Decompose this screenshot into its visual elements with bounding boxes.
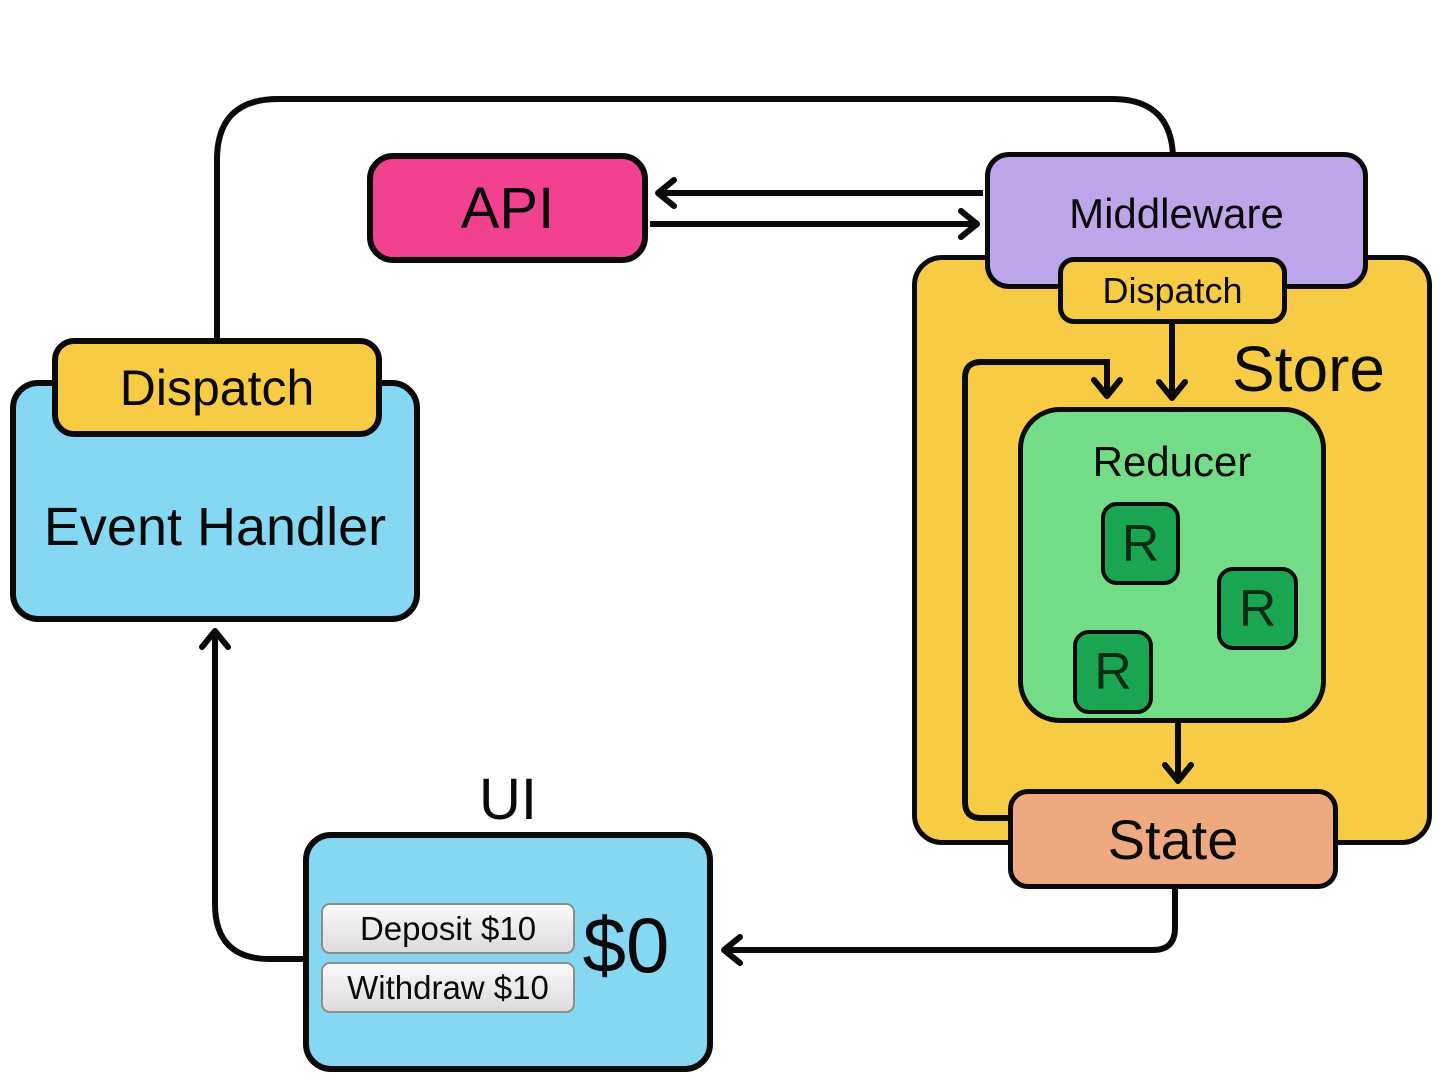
store-label: Store (1232, 333, 1385, 405)
deposit-button[interactable]: Deposit $10 (321, 903, 575, 954)
edge-state-to-reducer-loop (962, 359, 1123, 821)
reducer-r-box: R (1073, 630, 1153, 714)
reducer-r-box: R (1101, 502, 1180, 585)
reducer-r-box: R (1217, 567, 1298, 650)
balance-value: $0 (582, 901, 670, 989)
ui-label: UI (479, 767, 537, 832)
reducer-box: Reducer R R R (1018, 407, 1326, 723)
edge-state-to-ui (721, 888, 1178, 966)
api-label: API (460, 175, 555, 241)
state-box: State (1008, 789, 1338, 889)
dispatch-label: Dispatch (119, 359, 315, 416)
api-box: API (367, 153, 648, 263)
middleware-box: Middleware (985, 152, 1368, 289)
state-label: State (1107, 807, 1239, 871)
dispatch-box: Dispatch (52, 338, 382, 437)
edge-dispatch-to-middleware-loop (214, 96, 1176, 340)
reducer-label: Reducer (1092, 438, 1252, 485)
withdraw-button[interactable]: Withdraw $10 (321, 962, 575, 1013)
edge-ui-to-event-handler (199, 628, 305, 962)
store-dispatch-box: Dispatch (1058, 257, 1287, 324)
event-handler-label: Event Handler (43, 497, 387, 557)
store-dispatch-label: Dispatch (1102, 269, 1243, 311)
ui-box: Deposit $10 Withdraw $10 $0 (303, 832, 713, 1072)
middleware-label: Middleware (1069, 189, 1284, 237)
